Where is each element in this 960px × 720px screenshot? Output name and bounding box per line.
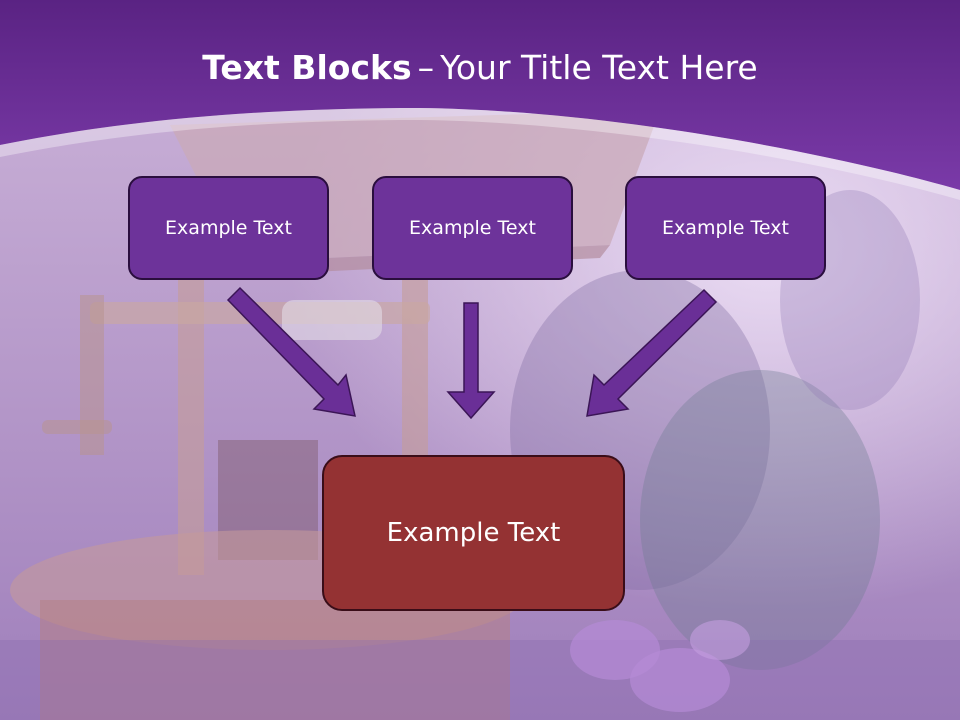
title-rest: Your Title Text Here [440,48,758,87]
text-block-right-label: Example Text [662,217,789,239]
result-block-label: Example Text [386,518,561,548]
text-block-left[interactable]: Example Text [128,176,329,280]
slide-title: Text Blocks–Your Title Text Here [0,48,960,87]
title-bold: Text Blocks [202,48,412,87]
text-block-center[interactable]: Example Text [372,176,573,280]
result-block[interactable]: Example Text [322,455,625,611]
title-separator: – [417,48,435,87]
text-block-center-label: Example Text [409,217,536,239]
text-block-left-label: Example Text [165,217,292,239]
text-block-right[interactable]: Example Text [625,176,826,280]
